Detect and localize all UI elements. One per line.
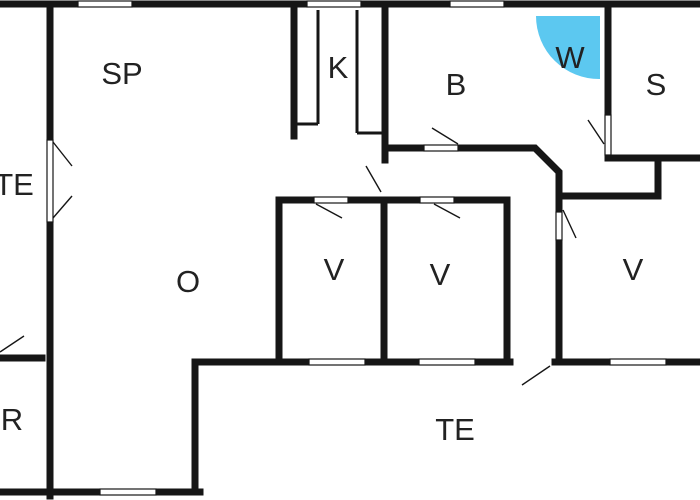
room-label-v-3: V	[623, 252, 644, 287]
room-label-te-bottom: TE	[435, 412, 475, 447]
room-label-sp: SP	[101, 56, 142, 91]
room-label-v-1: V	[324, 252, 345, 287]
room-label-w: W	[555, 40, 585, 75]
room-label-s: S	[646, 67, 667, 102]
room-labels: SP K B W S TE O V V V R TE	[0, 40, 666, 447]
room-label-v-2: V	[430, 257, 451, 292]
room-label-te-left: TE	[0, 167, 34, 202]
room-label-r: R	[1, 402, 23, 437]
shower-area	[536, 16, 600, 80]
room-label-o: O	[176, 264, 200, 299]
windows	[46, 0, 667, 496]
doors	[0, 119, 605, 386]
kitchen-cabinet-lines	[296, 10, 383, 135]
room-label-b: B	[446, 67, 467, 102]
room-label-k: K	[328, 50, 349, 85]
